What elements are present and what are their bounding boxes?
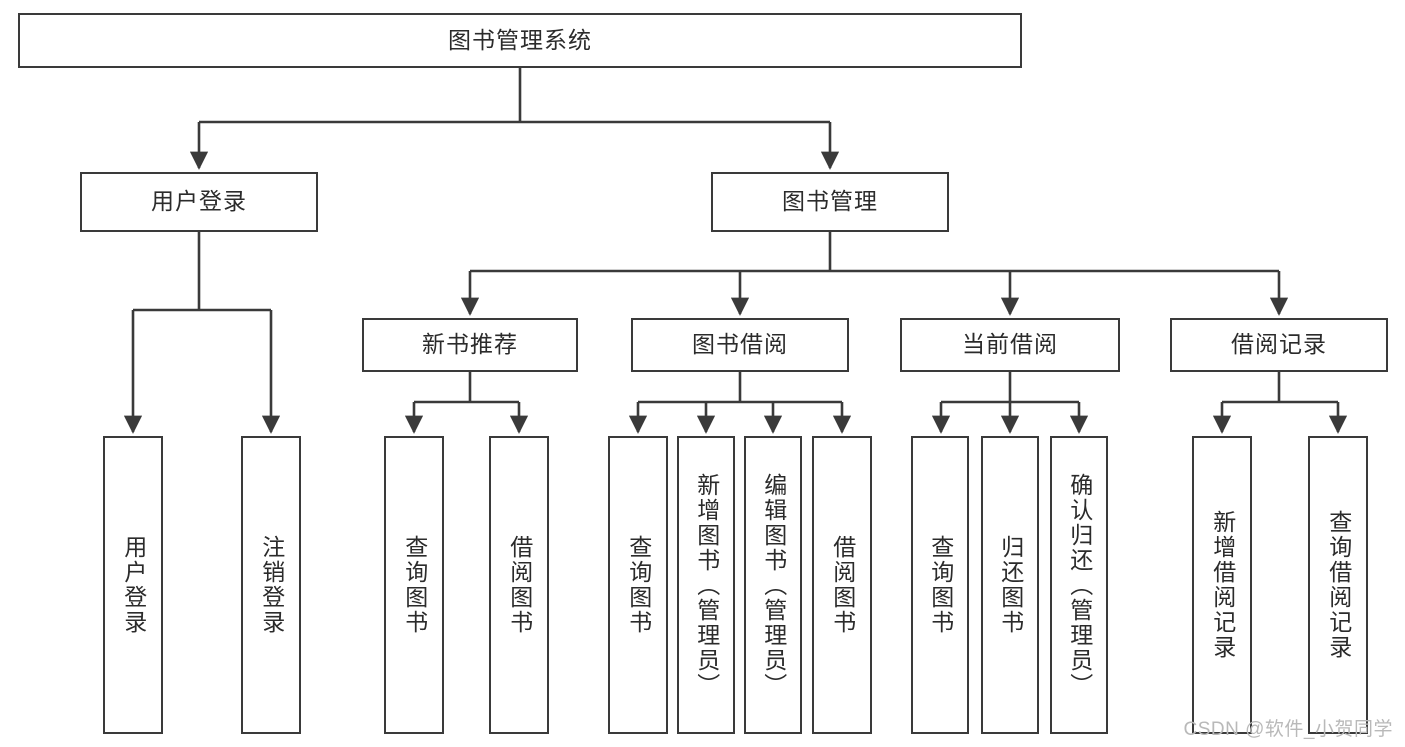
- node-book-borrow[interactable]: 图书借阅: [631, 318, 849, 372]
- node-label: 确认归还（管理员）: [1066, 472, 1093, 698]
- node-label: 新增借阅记录: [1209, 510, 1236, 660]
- node-label: 用户登录: [120, 535, 147, 635]
- node-leaf-query-borrow-record[interactable]: 查询借阅记录: [1308, 436, 1368, 734]
- node-label: 查询图书: [625, 535, 652, 635]
- node-label: 查询借阅记录: [1325, 510, 1352, 660]
- node-leaf-add-borrow-record[interactable]: 新增借阅记录: [1192, 436, 1252, 734]
- node-label: 用户登录: [151, 188, 247, 215]
- node-current-borrow[interactable]: 当前借阅: [900, 318, 1120, 372]
- node-label: 查询图书: [927, 535, 954, 635]
- node-label: 图书借阅: [692, 331, 788, 358]
- node-leaf-borrow-book-recommend[interactable]: 借阅图书: [489, 436, 549, 734]
- node-label: 编辑图书（管理员）: [760, 472, 787, 698]
- node-leaf-add-book[interactable]: 新增图书（管理员）: [677, 436, 735, 734]
- node-leaf-query-book-recommend[interactable]: 查询图书: [384, 436, 444, 734]
- node-leaf-borrow-book[interactable]: 借阅图书: [812, 436, 872, 734]
- node-label: 借阅记录: [1231, 331, 1327, 358]
- node-leaf-logout-login[interactable]: 注销登录: [241, 436, 301, 734]
- node-label: 新书推荐: [422, 331, 518, 358]
- node-leaf-query-book-borrow[interactable]: 查询图书: [608, 436, 668, 734]
- node-root-book-management-system[interactable]: 图书管理系统: [18, 13, 1022, 68]
- node-leaf-edit-book[interactable]: 编辑图书（管理员）: [744, 436, 802, 734]
- node-label: 当前借阅: [962, 331, 1058, 358]
- node-label: 查询图书: [401, 535, 428, 635]
- node-label: 图书管理: [782, 188, 878, 215]
- node-borrow-record[interactable]: 借阅记录: [1170, 318, 1388, 372]
- node-label: 借阅图书: [506, 535, 533, 635]
- node-label: 新增图书（管理员）: [693, 472, 720, 698]
- node-leaf-confirm-return[interactable]: 确认归还（管理员）: [1050, 436, 1108, 734]
- node-new-book-recommend[interactable]: 新书推荐: [362, 318, 578, 372]
- node-book-management[interactable]: 图书管理: [711, 172, 949, 232]
- node-leaf-query-book-current[interactable]: 查询图书: [911, 436, 969, 734]
- csdn-watermark: CSDN @软件_小贺同学: [1183, 719, 1393, 740]
- node-label: 借阅图书: [829, 535, 856, 635]
- node-leaf-return-book[interactable]: 归还图书: [981, 436, 1039, 734]
- node-label: 归还图书: [997, 535, 1024, 635]
- node-label: 图书管理系统: [448, 26, 592, 53]
- node-leaf-user-login[interactable]: 用户登录: [103, 436, 163, 734]
- node-label: 注销登录: [258, 535, 285, 635]
- node-user-login[interactable]: 用户登录: [80, 172, 318, 232]
